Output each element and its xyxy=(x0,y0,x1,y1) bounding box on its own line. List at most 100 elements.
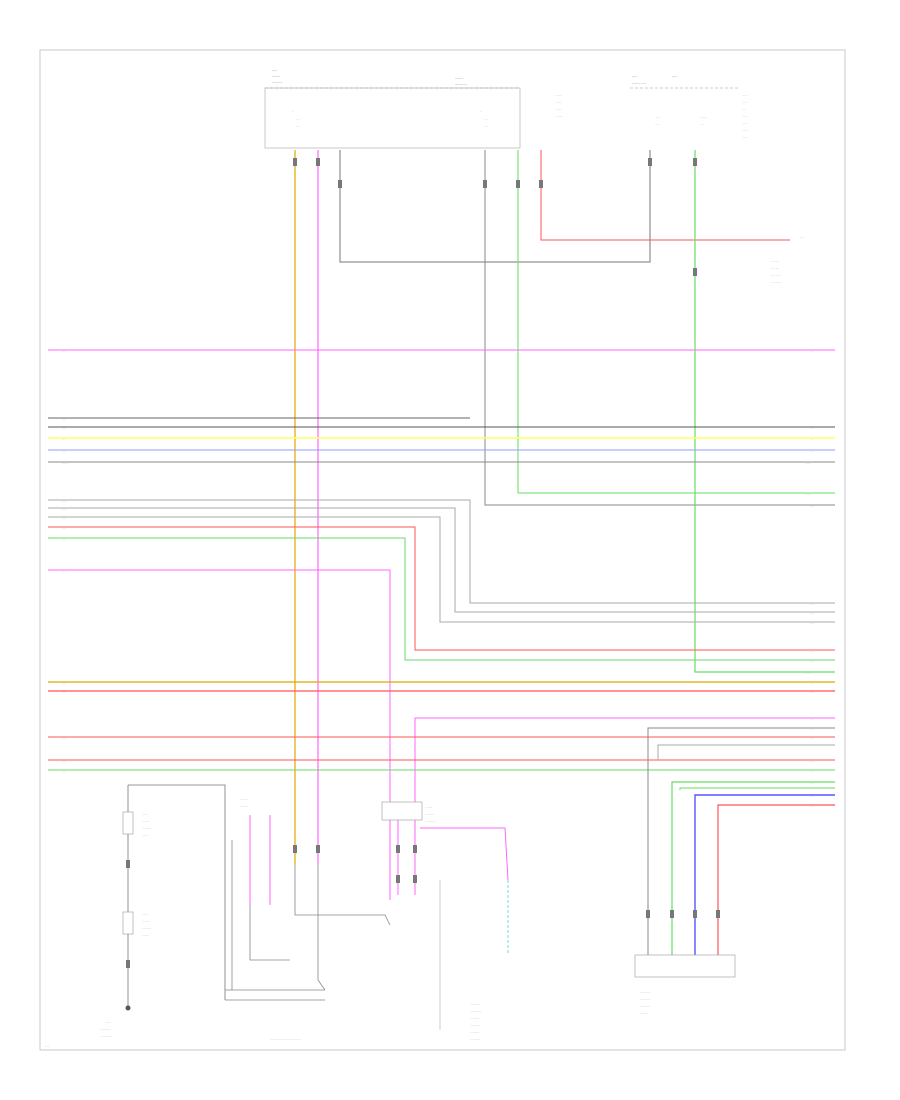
svg-text:····: ···· xyxy=(700,122,704,126)
svg-text:····: ···· xyxy=(484,117,488,121)
svg-text:····: ···· xyxy=(655,122,659,126)
bus-gray-3 xyxy=(48,507,835,613)
connector-markers xyxy=(126,158,720,968)
junction-block-top: ····· ········ ·········· ········ ·····… xyxy=(264,69,563,149)
wire-green-right xyxy=(694,150,835,673)
svg-text:······: ······ xyxy=(805,492,811,496)
svg-text:···: ··· xyxy=(62,437,65,441)
svg-text:···········: ··········· xyxy=(470,1037,480,1041)
svg-text:·····: ····· xyxy=(45,1044,50,1048)
svg-text:··········: ·········· xyxy=(770,259,779,263)
svg-text:······: ······ xyxy=(742,135,748,139)
bus-pink-3 xyxy=(414,717,835,810)
svg-text:·········: ········· xyxy=(640,1011,648,1015)
svg-text:····: ···· xyxy=(484,124,488,128)
svg-text:····: ···· xyxy=(810,504,814,508)
svg-text:·······: ······· xyxy=(142,933,149,937)
svg-text:···: ··· xyxy=(810,717,813,721)
svg-text:·······: ······· xyxy=(700,115,707,119)
svg-text:····: ···· xyxy=(810,681,814,685)
switch-center: ········ ·········· ············ ·······… xyxy=(381,801,509,1041)
svg-text:··········: ·········· xyxy=(425,812,434,816)
svg-text:··········: ·········· xyxy=(470,1016,479,1020)
svg-text:····: ···· xyxy=(810,659,814,663)
svg-text:·····: ····· xyxy=(742,114,747,118)
svg-text:···········: ··········· xyxy=(640,1004,650,1008)
svg-text:·············: ············· xyxy=(470,1009,482,1013)
svg-text:·····: ····· xyxy=(272,69,277,73)
svg-text:··········: ·········· xyxy=(142,826,151,830)
svg-text:···: ··· xyxy=(810,437,813,441)
svg-text:····: ···· xyxy=(810,426,814,430)
svg-text:····: ···· xyxy=(62,516,66,520)
svg-text:············: ············ xyxy=(425,819,436,823)
svg-text:······: ······ xyxy=(742,128,748,132)
svg-text:····: ···· xyxy=(62,417,66,421)
svg-text:······························: ································· xyxy=(270,1037,301,1041)
svg-text:····: ···· xyxy=(810,649,814,653)
svg-text:···: ··· xyxy=(62,349,65,353)
svg-text:···: ··· xyxy=(810,349,813,353)
wire-end-labels: ··· ···· ···· ··· ···· ······ ···· ···· … xyxy=(45,349,814,1048)
svg-text:·············: ············· xyxy=(770,280,782,284)
svg-text:····: ···· xyxy=(810,794,814,798)
bus-gray-4 xyxy=(48,516,835,623)
svg-text:·······: ······· xyxy=(555,100,562,104)
svg-text:····: ···· xyxy=(296,124,300,128)
svg-text:····: ···· xyxy=(810,759,814,763)
svg-text:····: ···· xyxy=(810,449,814,453)
svg-text:····: ···· xyxy=(62,736,66,740)
svg-text:····: ···· xyxy=(62,769,66,773)
svg-text:·····: ····· xyxy=(800,235,805,239)
svg-text:····: ···· xyxy=(810,727,814,731)
svg-text:···: ··· xyxy=(62,569,65,573)
sensor-lower-left: ······ ········ ·········· ······· ·····… xyxy=(100,784,226,1038)
svg-text:······: ······ xyxy=(742,93,748,97)
svg-text:········: ········ xyxy=(142,919,150,923)
wire-gray-top-2 xyxy=(484,150,835,506)
wire-blue-br xyxy=(694,794,835,960)
svg-text:·······: ······· xyxy=(555,93,562,97)
svg-text:·····: ····· xyxy=(742,100,747,104)
switch-top-right: ····· ·········· ·········· ············… xyxy=(770,235,805,284)
svg-text:··········: ·········· xyxy=(272,81,283,85)
svg-text:········: ········ xyxy=(272,75,281,79)
svg-text:········: ········ xyxy=(555,114,563,118)
bus-pink-2 xyxy=(48,569,391,810)
svg-text:··: ·· xyxy=(292,109,294,113)
svg-text:···········: ··········· xyxy=(470,1023,480,1027)
svg-text:····: ···· xyxy=(62,537,66,541)
svg-text:····: ···· xyxy=(62,426,66,430)
svg-text:····: ···· xyxy=(810,736,814,740)
svg-text:·········: ········· xyxy=(240,804,248,808)
svg-text:···········: ··········· xyxy=(640,990,650,994)
svg-text:·········: ········· xyxy=(240,797,248,801)
wire-red-top xyxy=(540,150,790,241)
svg-text:·······: ······· xyxy=(105,1020,112,1024)
combination-meter: ········· ········· ····················… xyxy=(225,797,391,1041)
wire-green-br xyxy=(671,781,835,960)
svg-text:······: ······ xyxy=(805,671,811,675)
svg-text:········: ········ xyxy=(425,805,433,809)
svg-text:······: ······ xyxy=(142,912,148,916)
svg-text:·····: ····· xyxy=(672,75,677,79)
svg-text:····: ···· xyxy=(810,602,814,606)
svg-text:····: ···· xyxy=(62,681,66,685)
wire-gray-br2 xyxy=(657,744,835,760)
svg-text:·······: ······· xyxy=(555,107,562,111)
svg-text:·····: ····· xyxy=(655,115,660,119)
svg-text:····: ···· xyxy=(810,769,814,773)
svg-text:········: ········ xyxy=(142,819,150,823)
svg-text:·············: ············· xyxy=(632,82,646,86)
bus-red-1 xyxy=(48,526,835,651)
wire-gray-br xyxy=(647,727,835,960)
svg-text:····: ···· xyxy=(810,781,814,785)
svg-text:····: ···· xyxy=(810,804,814,808)
svg-text:····: ···· xyxy=(810,611,814,615)
svg-text:········: ········ xyxy=(455,77,464,81)
svg-text:····: ···· xyxy=(62,526,66,530)
svg-text:····: ···· xyxy=(62,759,66,763)
svg-text:······: ······ xyxy=(62,461,68,465)
svg-text:····: ···· xyxy=(62,690,66,694)
